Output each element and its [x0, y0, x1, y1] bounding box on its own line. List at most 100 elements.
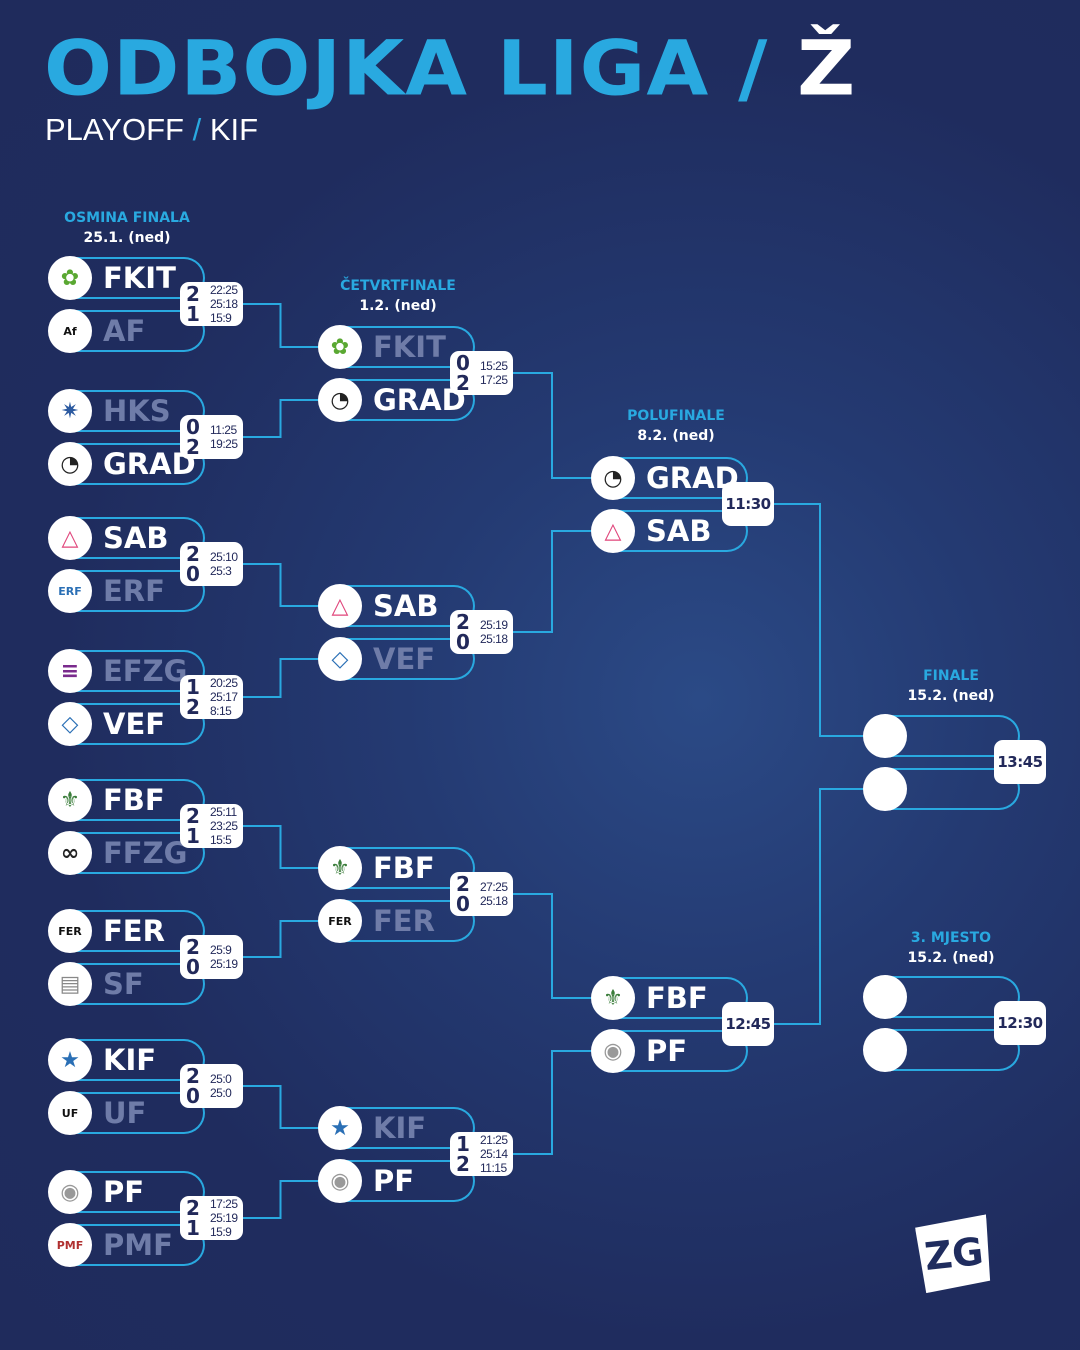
- connector-line: [243, 399, 318, 438]
- team-row: [340, 638, 475, 680]
- match-time: 11:30: [725, 495, 771, 513]
- sets-won-value: 2: [186, 695, 200, 719]
- team-name: KIF: [103, 1043, 157, 1077]
- page-subtitle: PLAYOFF / KIF: [45, 112, 258, 148]
- sets-won-value: 0: [186, 1084, 200, 1108]
- team-placeholder-icon: [863, 767, 907, 811]
- connector-line: [243, 920, 318, 958]
- round-date: 8.2. (ned): [637, 428, 715, 444]
- sets-won-value: 2: [186, 542, 200, 566]
- connector-line: [243, 658, 318, 698]
- sets-won-value: 2: [186, 282, 200, 306]
- sets-won-value: 2: [186, 1064, 200, 1088]
- pf-logo-icon: ◉: [48, 1170, 92, 1214]
- set-score: 25:17: [210, 690, 238, 704]
- team-row: [70, 1039, 205, 1081]
- match-time-box: 11:30: [722, 482, 774, 526]
- team-name: PF: [373, 1164, 415, 1198]
- team-row: [340, 379, 475, 421]
- set-score: 20:25: [210, 676, 238, 690]
- connector-line: [513, 893, 591, 999]
- team-placeholder-icon: [863, 714, 907, 758]
- team-row: [70, 390, 205, 432]
- uf-logo-icon: UF: [48, 1091, 92, 1135]
- ffzg-logo-icon: ∞: [48, 831, 92, 875]
- sab-logo-icon: △: [318, 584, 362, 628]
- team-row: [613, 1030, 748, 1072]
- set-score: 25:3: [210, 564, 232, 578]
- set-score: 11:25: [210, 423, 237, 437]
- team-name: UF: [103, 1096, 147, 1130]
- set-score: 23:25: [210, 819, 238, 833]
- team-name: EFZG: [103, 654, 188, 688]
- team-row: [70, 1171, 205, 1213]
- set-score: 25:18: [480, 894, 508, 908]
- team-row: [70, 963, 205, 1005]
- team-row: [340, 326, 475, 368]
- fkit-logo-icon: ✿: [48, 256, 92, 300]
- grad-logo-icon: ◔: [48, 442, 92, 486]
- team-name: PMF: [103, 1228, 173, 1262]
- sets-won-value: 2: [186, 435, 200, 459]
- match-time: 12:45: [725, 1015, 771, 1033]
- team-row: [70, 310, 205, 352]
- team-row: [70, 517, 205, 559]
- zg-brand-logo: ZG: [914, 1214, 993, 1293]
- set-score: 17:25: [210, 1197, 238, 1211]
- team-row: [70, 443, 205, 485]
- team-name: PF: [646, 1034, 688, 1068]
- set-score: 15:9: [210, 311, 232, 325]
- set-score: 17:25: [480, 373, 508, 387]
- fbf-logo-icon: ⚜: [318, 846, 362, 890]
- connector-line: [243, 825, 318, 869]
- team-name: FBF: [103, 783, 165, 817]
- sets-won-value: 2: [186, 935, 200, 959]
- team-row: [885, 715, 1020, 757]
- sets-won-value: 0: [186, 415, 200, 439]
- grad-logo-icon: ◔: [318, 378, 362, 422]
- fer-logo-icon: FER: [48, 909, 92, 953]
- team-row: [340, 585, 475, 627]
- team-row: [70, 1092, 205, 1134]
- sets-won-value: 2: [186, 1196, 200, 1220]
- fer-logo-icon: FER: [318, 899, 362, 943]
- round-title: 3. MJESTO: [910, 930, 992, 946]
- round-title: POLUFINALE: [627, 408, 725, 424]
- grad-logo-icon: ◔: [591, 456, 635, 500]
- set-score: 25:19: [480, 618, 508, 632]
- team-row: [340, 1107, 475, 1149]
- team-name: PF: [103, 1175, 145, 1209]
- connector-line: [774, 503, 863, 737]
- team-row: [340, 847, 475, 889]
- page-title: ODBOJKA LIGA / Ž: [44, 24, 856, 112]
- efzg-logo-icon: ≡: [48, 649, 92, 693]
- set-score: 25:14: [480, 1147, 508, 1161]
- sets-won-value: 2: [456, 610, 470, 634]
- set-score: 21:25: [480, 1133, 508, 1147]
- sets-won-value: 0: [186, 955, 200, 979]
- team-placeholder-icon: [863, 1028, 907, 1072]
- sf-logo-icon: ▤: [48, 962, 92, 1006]
- team-name: FER: [103, 914, 165, 948]
- sets-won-value: 2: [186, 804, 200, 828]
